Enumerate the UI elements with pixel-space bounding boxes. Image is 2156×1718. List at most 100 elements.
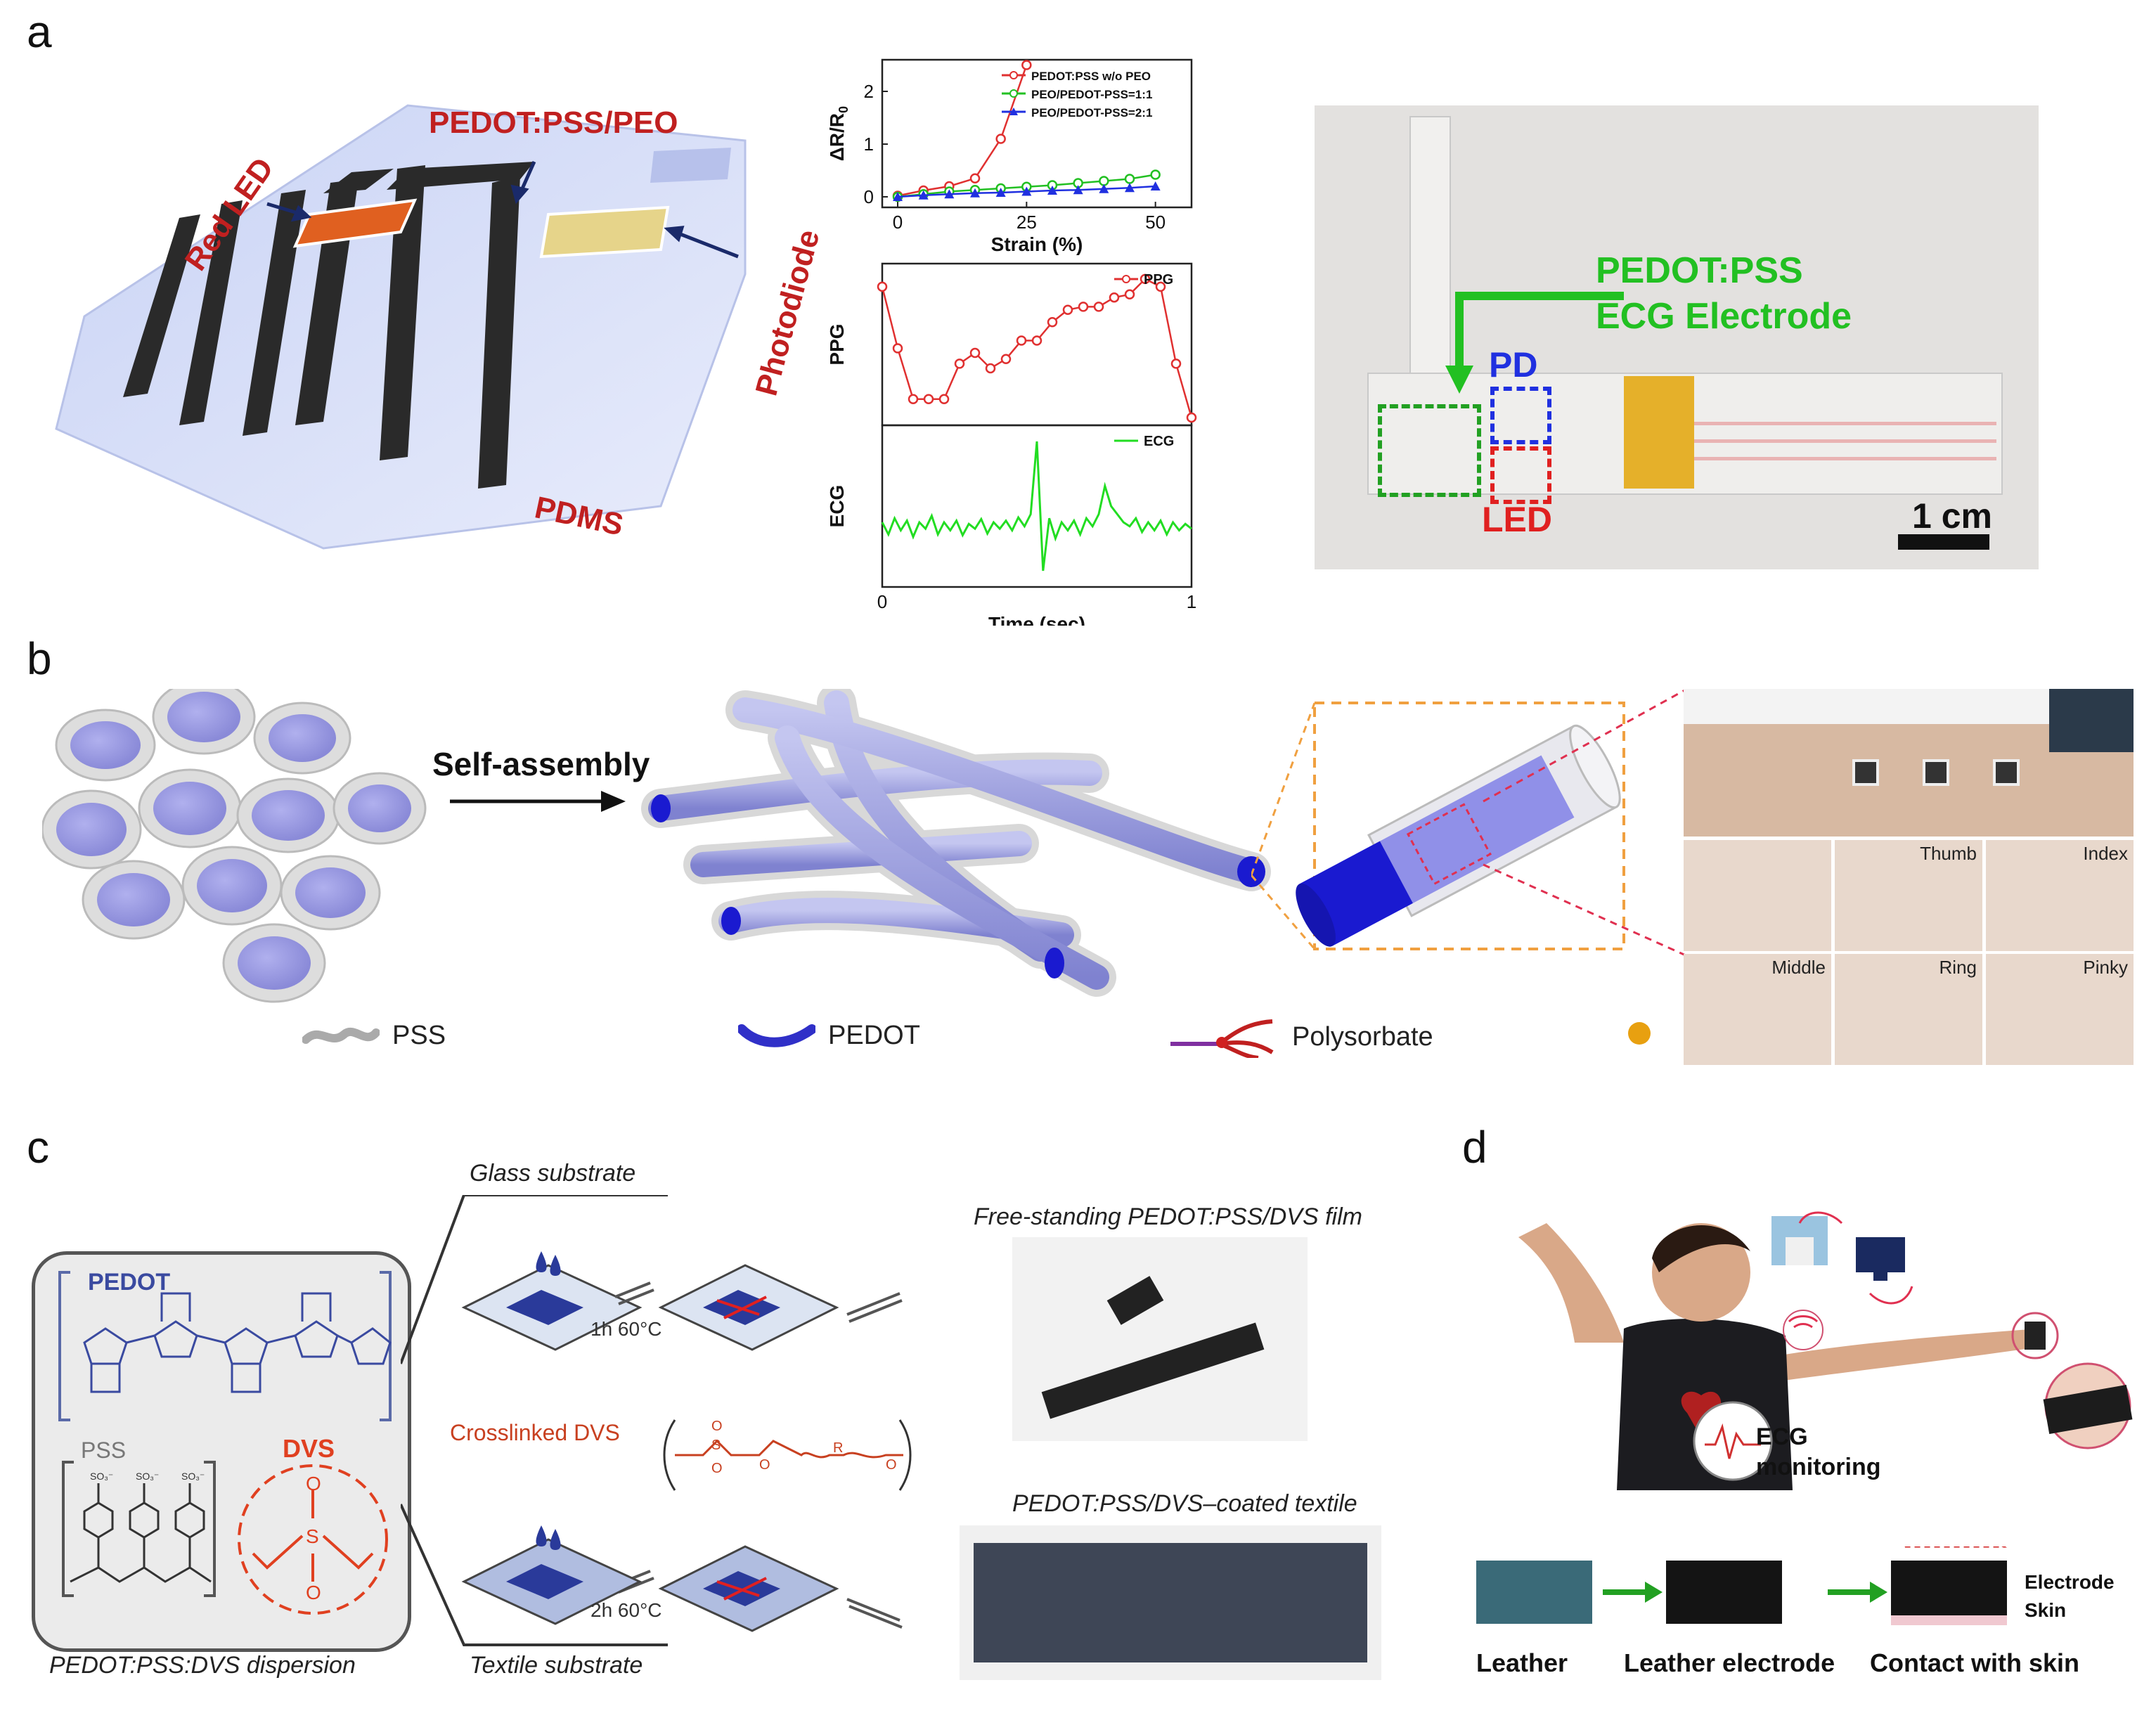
legend-label: PEO/PEDOT-PSS=1:1 (1031, 88, 1152, 101)
data-point (1093, 302, 1104, 312)
data-point (1170, 359, 1182, 369)
photo-title-line2: ECG Electrode (1596, 296, 1852, 337)
svg-text:SO₃⁻: SO₃⁻ (181, 1471, 205, 1482)
data-point (1000, 354, 1012, 365)
photo-title-line1: PEDOT:PSS (1596, 250, 1803, 291)
leather-process (1476, 1546, 2007, 1625)
svg-text:R: R (833, 1440, 843, 1456)
svg-text:S: S (306, 1525, 319, 1547)
x-tick-label: 1 (1187, 591, 1196, 612)
data-point (1099, 183, 1109, 193)
data-point (1150, 181, 1161, 190)
legend-pedot-label: PEDOT (828, 1021, 920, 1050)
data-point (1047, 316, 1058, 328)
data-point (1073, 185, 1083, 195)
chemical-structures: SO₃⁻ SO₃⁻ SO₃⁻ O S O (58, 1271, 392, 1615)
data-point (1124, 174, 1135, 184)
self-assembly-label: Self-assembly (432, 746, 650, 782)
data-point (893, 192, 903, 201)
data-point (1021, 60, 1032, 70)
led-label: LED (1482, 500, 1552, 539)
finger-label-index: Index (2083, 843, 2128, 864)
pedot-structure-label: PEDOT (88, 1269, 171, 1296)
finger-photo-index: Index (1986, 840, 2134, 951)
finger-photos: Thumb Index Middle Ring Pinky (1684, 840, 2134, 1065)
data-point (1099, 176, 1109, 186)
data-point (1016, 335, 1027, 346)
data-point (923, 394, 934, 405)
process-steps: OSO ORO (461, 1251, 912, 1632)
pd-label: PD (1489, 345, 1538, 385)
pedot-peo-label: PEDOT:PSS/PEO (429, 105, 678, 140)
ecg-label-line2: monitoring (1756, 1454, 1881, 1480)
data-point (1047, 186, 1057, 195)
finger-label-thumb: Thumb (1920, 843, 1977, 864)
svg-text:S: S (711, 1438, 721, 1453)
data-point (1062, 304, 1073, 315)
y-axis-label: PPG (826, 323, 848, 365)
ecg-monitoring-illustration (1490, 1211, 2151, 1490)
freestanding-caption: Free-standing PEDOT:PSS/DVS film (974, 1203, 1362, 1230)
legend-label: PEO/PEDOT-PSS=2:1 (1031, 106, 1152, 120)
finger-photo-middle: Middle (1684, 954, 1831, 1065)
legend-marker (1122, 275, 1130, 283)
y-axis-label: ΔR/R0 (826, 106, 851, 161)
data-point (1031, 335, 1043, 346)
x-axis-label: Strain (%) (991, 233, 1083, 255)
data-point (1125, 183, 1135, 193)
finger-photo-thumb: Thumb (1835, 840, 1982, 951)
data-point (1155, 281, 1166, 292)
ecg-label-line1: ECG (1756, 1423, 1808, 1450)
step1-label: 1h 60°C (590, 1318, 662, 1340)
chart-frame (881, 58, 1193, 209)
svg-text:SO₃⁻: SO₃⁻ (136, 1471, 159, 1482)
coated-textile-photo (960, 1525, 1381, 1680)
zoomed-fiber (1251, 689, 1687, 957)
svg-text:O: O (759, 1457, 770, 1473)
svg-text:O: O (711, 1419, 723, 1434)
legend-marker (1009, 108, 1018, 115)
data-point (938, 394, 950, 405)
legend-label: PEDOT:PSS w/o PEO (1031, 70, 1151, 83)
data-point (970, 188, 980, 198)
data-point (1140, 273, 1151, 285)
legend-pedot: PEDOT (738, 1021, 920, 1051)
finger-label-middle: Middle (1771, 957, 1826, 978)
particle-icon (1628, 1022, 1651, 1045)
chart-frame (881, 424, 1193, 588)
data-point (877, 281, 888, 292)
data-point (1150, 169, 1161, 180)
crosslinked-dvs-label: Crosslinked DVS (450, 1420, 620, 1445)
x-tick-label: 0 (893, 212, 903, 233)
arm-electrodes-photo (1684, 689, 2134, 837)
data-point (918, 190, 929, 200)
legend-polysorbate-label: Polysorbate (1292, 1021, 1433, 1052)
pss-structure-label: PSS (81, 1438, 127, 1463)
legend-marker (1009, 89, 1018, 98)
panel-label-a: a (27, 6, 52, 57)
legend-label: ECG (1144, 434, 1174, 449)
data-point (1186, 412, 1197, 423)
electrode-label: Electrode (2025, 1571, 2115, 1593)
finger-photo-rest (1684, 840, 1831, 951)
data-point (969, 173, 981, 183)
x-axis-label: Time (sec) (988, 613, 1085, 626)
svg-text:O: O (886, 1457, 897, 1473)
y-tick-label: 1 (864, 134, 874, 155)
legend-marker (1009, 71, 1018, 79)
contact-skin-label: Contact with skin (1870, 1648, 2080, 1677)
data-point (969, 347, 981, 359)
panel-label-c: c (27, 1122, 49, 1173)
self-assembly-diagram (42, 689, 1271, 1003)
leather-label: Leather (1476, 1648, 1568, 1677)
y-axis-label: ECG (826, 485, 848, 528)
x-tick-label: 0 (877, 591, 887, 612)
data-point (1124, 289, 1135, 300)
leather-electrode-label: Leather electrode (1624, 1648, 1835, 1677)
skin-label: Skin (2025, 1599, 2067, 1621)
data-point (1078, 302, 1089, 312)
polysorbate-icon (1170, 1019, 1274, 1058)
